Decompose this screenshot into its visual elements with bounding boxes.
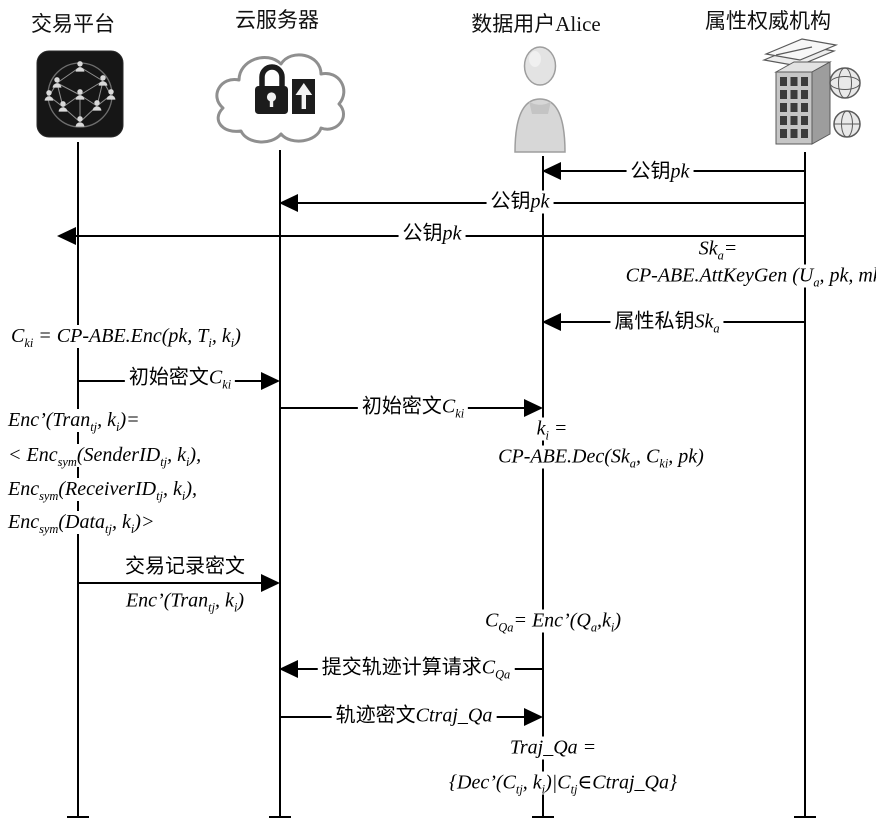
padlock-icon	[255, 64, 288, 114]
message-label-pk-cloud: 公钥pk	[486, 190, 554, 214]
lifeline-end-bar	[269, 816, 291, 818]
actor-label-cloud-server: 云服务器	[235, 8, 319, 32]
arrowhead-left-icon	[542, 313, 561, 331]
data-user-icon	[506, 44, 574, 159]
message-line	[78, 582, 263, 584]
lifeline-cloud-server	[279, 150, 281, 816]
annotation-enctran-line4: Encsym(Datatj, ki)>	[5, 511, 158, 535]
globe-icon	[833, 110, 861, 138]
lifeline-end-bar	[794, 816, 816, 818]
arrowhead-left-icon	[542, 162, 561, 180]
annotation-ki-line1: ki =	[533, 417, 571, 442]
message-label-request: 提交轨迹计算请求CQa	[317, 656, 515, 681]
arrowhead-left-icon	[279, 194, 298, 212]
annotation-cqa: CQa= Enc’(Qa,ki)	[481, 609, 625, 634]
upload-arrow-icon	[292, 79, 315, 114]
arrowhead-right-icon	[524, 708, 543, 726]
message-label-cki-cloud: 初始密文Cki	[124, 366, 236, 391]
message-label-tran-math: Enc’(Trantj, ki)	[121, 589, 249, 614]
message-label-ska: 属性私钥Ska	[610, 310, 724, 335]
annotation-traj-line2: {Dec’(Ctj, ki)|Ctj∈Ctraj_Qa}	[446, 771, 680, 796]
annotation-traj-line1: Traj_Qa =	[506, 736, 600, 760]
message-label-cki-alice: 初始密文Cki	[357, 395, 469, 420]
stacked-papers	[761, 38, 839, 67]
message-label-pk-platform: 公钥pk	[398, 222, 466, 246]
message-label-pk-alice: 公钥pk	[626, 160, 694, 184]
lifeline-end-bar	[532, 816, 554, 818]
globe-icon	[829, 67, 861, 99]
annotation-cki-enc: Cki = CP-ABE.Enc(pk, Ti, ki)	[8, 325, 244, 349]
annotation-ska-line1: Ska=	[695, 237, 741, 262]
annotation-enctran-line1: Enc’(Trantj, ki)=	[5, 409, 143, 433]
lifeline-attribute-authority	[804, 152, 806, 816]
annotation-enctran-line2: < Encsym(SenderIDtj, ki),	[5, 444, 205, 468]
arrowhead-right-icon	[261, 372, 280, 390]
actor-label-data-user-alice: 数据用户Alice	[471, 12, 601, 36]
arrowhead-left-icon	[279, 660, 298, 678]
arrowhead-right-icon	[524, 399, 543, 417]
actor-label-attribute-authority: 属性权威机构	[705, 9, 831, 33]
arrowhead-right-icon	[261, 574, 280, 592]
message-label-tran-zh: 交易记录密文	[121, 555, 249, 579]
lifeline-data-user-alice	[542, 156, 544, 816]
trading-platform-icon	[36, 50, 124, 143]
annotation-ki-line2: CP-ABE.Dec(Ska, Cki, pk)	[495, 445, 707, 470]
annotation-ska-line2: CP-ABE.AttKeyGen (Ua, pk, mk)	[622, 264, 876, 289]
building	[774, 61, 832, 145]
cloud-server-icon	[203, 36, 353, 153]
annotation-enctran-line3: Encsym(ReceiverIDtj, ki),	[5, 478, 200, 502]
attribute-authority-icon	[742, 36, 868, 157]
arrowhead-left-icon	[57, 227, 76, 245]
actor-label-trading-platform: 交易平台	[31, 12, 115, 36]
message-label-ctraj: 轨迹密文Ctraj_Qa	[331, 704, 497, 728]
lifeline-end-bar	[67, 816, 89, 818]
